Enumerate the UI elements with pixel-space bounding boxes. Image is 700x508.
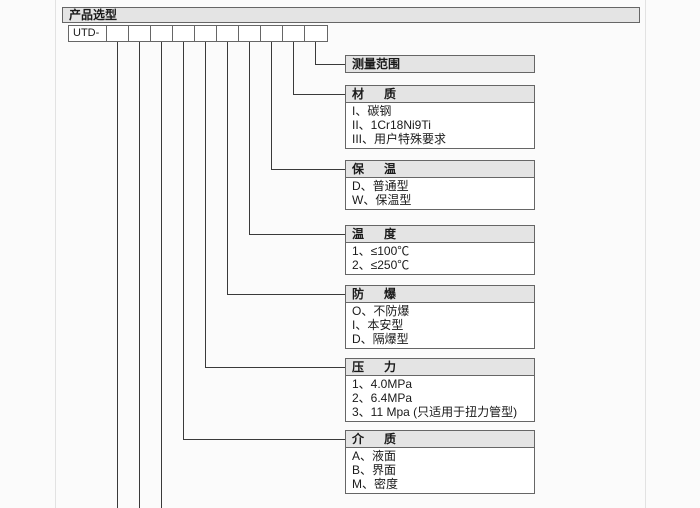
connector-horizontal-line bbox=[205, 367, 345, 368]
category-header: 温 度 bbox=[345, 225, 535, 243]
connector-vertical-line bbox=[183, 42, 184, 439]
connector-horizontal-line bbox=[293, 94, 345, 95]
model-code-cell bbox=[151, 26, 173, 41]
connector-vertical-line bbox=[249, 42, 250, 234]
category-header: 压 力 bbox=[345, 358, 535, 376]
category-item: 2、6.4MPa bbox=[352, 391, 413, 405]
connector-horizontal-line bbox=[183, 439, 345, 440]
category-item: I、碳钢 bbox=[352, 104, 392, 118]
connector-vertical-line bbox=[139, 42, 140, 508]
category-item: A、液面 bbox=[352, 449, 397, 463]
connector-vertical-line bbox=[117, 42, 118, 508]
connector-horizontal-line bbox=[249, 234, 345, 235]
model-prefix: UTD- bbox=[69, 26, 107, 41]
category-item: I、本安型 bbox=[352, 318, 404, 332]
page-title: 产品选型 bbox=[62, 7, 640, 23]
category-header: 介 质 bbox=[345, 430, 535, 448]
connector-vertical-line bbox=[271, 42, 272, 169]
connector-vertical-line bbox=[161, 42, 162, 508]
page-edge-line-right bbox=[645, 0, 646, 508]
page-edge-line-left bbox=[55, 0, 56, 508]
connector-vertical-line bbox=[315, 42, 316, 64]
connector-vertical-line bbox=[227, 42, 228, 294]
category-item: 1、≤100℃ bbox=[352, 244, 410, 258]
connector-horizontal-line bbox=[271, 169, 345, 170]
model-code-cell bbox=[107, 26, 129, 41]
connector-horizontal-line bbox=[227, 294, 345, 295]
category-item: O、不防爆 bbox=[352, 304, 410, 318]
connector-vertical-line bbox=[205, 42, 206, 367]
category-header: 测量范围 bbox=[345, 55, 535, 73]
connector-horizontal-line bbox=[315, 64, 345, 65]
model-code-cell bbox=[173, 26, 195, 41]
category-item: B、界面 bbox=[352, 463, 397, 477]
category-item: D、隔爆型 bbox=[352, 332, 409, 346]
category-item: M、密度 bbox=[352, 477, 398, 491]
category-item: D、普通型 bbox=[352, 179, 409, 193]
category-item: II、1Cr18Ni9Ti bbox=[352, 118, 431, 132]
category-block: 测量范围 bbox=[345, 55, 535, 73]
model-code-cell bbox=[217, 26, 239, 41]
model-code-cell bbox=[129, 26, 151, 41]
category-item: 2、≤250℃ bbox=[352, 258, 410, 272]
category-header: 防 爆 bbox=[345, 285, 535, 303]
connector-vertical-line bbox=[293, 42, 294, 94]
category-item: W、保温型 bbox=[352, 193, 412, 207]
model-code-cell bbox=[239, 26, 261, 41]
model-code-cell bbox=[195, 26, 217, 41]
category-item: 1、4.0MPa bbox=[352, 377, 413, 391]
model-code-cell bbox=[261, 26, 283, 41]
category-item: III、用户特殊要求 bbox=[352, 132, 447, 146]
model-code-cell bbox=[305, 26, 327, 41]
model-code-cell bbox=[283, 26, 305, 41]
category-item: 3、11 Mpa (只适用于扭力管型) bbox=[352, 405, 518, 419]
model-code-row: UTD- bbox=[68, 25, 328, 42]
category-header: 材 质 bbox=[345, 85, 535, 103]
category-header: 保 温 bbox=[345, 160, 535, 178]
